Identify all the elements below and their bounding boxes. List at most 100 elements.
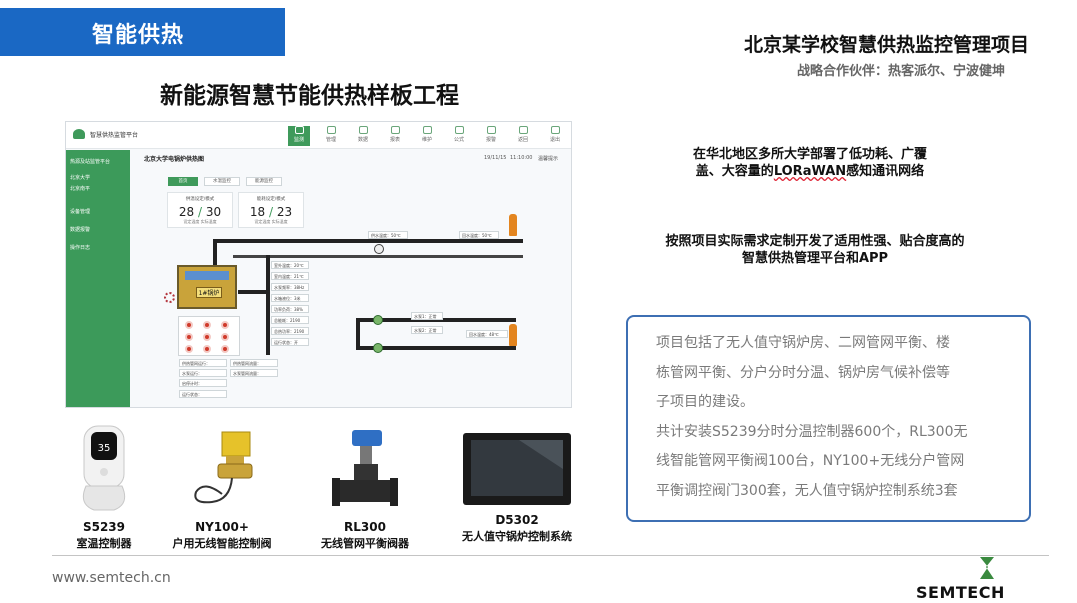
- nav-item-report[interactable]: 报表: [384, 126, 406, 146]
- heater-dot: [185, 333, 193, 341]
- platform-screenshot: 智慧供热监管平台 监测 管理 数据 报表 维护 公式 报警 返回 退出 热源及站…: [65, 121, 572, 408]
- formula-icon: [454, 126, 464, 134]
- deployment-line-2: 盖、大容量的LORaWAN感知通讯网络: [695, 164, 925, 179]
- app-logo: [73, 129, 85, 139]
- fan-icon: [164, 292, 175, 303]
- vertical-pipe: [266, 255, 270, 355]
- readout-energy: 总能耗：2190: [271, 316, 309, 324]
- exit-icon: [550, 126, 560, 134]
- heater-dot: [203, 321, 211, 329]
- wrench-icon: [422, 126, 432, 134]
- summary-line: 项目包括了无人值守锅炉房、二网管网平衡、楼: [656, 335, 950, 351]
- footer-divider: [52, 555, 1049, 556]
- valve-image: [194, 431, 253, 504]
- nav-item-back[interactable]: 返回: [512, 126, 534, 146]
- device-ny100: NY100+ 户用无线智能控制阀: [164, 430, 280, 551]
- device-rl300: RL300 无线管网平衡阀器: [310, 428, 420, 551]
- lower-return-pipe: [356, 346, 516, 350]
- deployment-line-1: 在华北地区多所大学部署了低功耗、广覆: [692, 147, 927, 162]
- section-tag: 智能供热: [0, 8, 285, 56]
- sidebar-item-alarms[interactable]: 数据报警: [70, 227, 91, 233]
- app-title: 智慧供热监管平台: [90, 132, 139, 139]
- manage-icon: [326, 126, 336, 134]
- supply-temp-label: 供水温度：50℃: [368, 231, 408, 239]
- heater-dot: [203, 333, 211, 341]
- date-readout: 19/11/15: [484, 155, 507, 161]
- lower-supply-pipe: [356, 318, 516, 322]
- lower-return-temp-label: 回水温度：48℃: [466, 330, 508, 338]
- device-desc: 无人值守锅炉控制系统: [462, 530, 572, 543]
- supply-pipe: [213, 239, 523, 243]
- heater-dot: [185, 345, 193, 353]
- valve-icon: [374, 244, 384, 254]
- sensor-top-icon: [509, 214, 517, 236]
- nav-item-maintain[interactable]: 维护: [416, 126, 438, 146]
- sidebar-item-nanping[interactable]: 北京南平: [70, 186, 91, 192]
- tab-water-temp[interactable]: 水温监控: [204, 177, 240, 186]
- sidebar-item-devices[interactable]: 设备管理: [70, 209, 91, 215]
- sidebar-item-pku[interactable]: 北京大学: [70, 175, 91, 181]
- supply-temp-card: 供温设定/模式 28 / 30 设定温度 实际温度: [167, 192, 233, 228]
- tip-link[interactable]: 温馨提示: [538, 156, 559, 162]
- heater-dot: [221, 321, 229, 329]
- return-pipe: [233, 255, 523, 258]
- device-desc: 室温控制器: [76, 537, 132, 550]
- semtech-logo-icon: [980, 557, 994, 579]
- section-tag-label: 智能供热: [92, 23, 185, 48]
- deployment-text: 在华北地区多所大学部署了低功耗、广覆 盖、大容量的LORaWAN感知通讯网络: [650, 146, 970, 180]
- summary-line: 共计安装S5239分时分温控制器600个，RL300无: [656, 423, 968, 440]
- sidebar-item-logs[interactable]: 操作日志: [70, 245, 91, 251]
- nav-item-monitor[interactable]: 监测: [288, 126, 310, 146]
- tab-home[interactable]: 首页: [168, 177, 198, 186]
- summary-line: 线智能管网平衡阀100台，NY100+无线分户管网: [656, 453, 965, 469]
- readout-pump-freq: 水泵频率：38Hz: [271, 283, 309, 291]
- footer-url[interactable]: www.semtech.cn: [52, 570, 171, 586]
- project-title: 北京某学校智慧供热监控管理项目: [743, 34, 1029, 56]
- tab-energy[interactable]: 能源监控: [246, 177, 282, 186]
- boiler-label: 1#锅炉: [196, 287, 222, 298]
- main-title: 新能源智慧节能供热样板工程: [160, 83, 459, 109]
- heater-dot: [221, 345, 229, 353]
- breadcrumb: 北京大学电锅炉供热图: [144, 156, 205, 163]
- platform-line-1: 按照项目实际需求定制开发了适用性强、贴合度高的: [665, 234, 965, 249]
- lower-riser: [356, 318, 360, 348]
- supply-pipe-riser: [213, 239, 217, 269]
- status-row: 供热管网流量：: [230, 359, 278, 367]
- status-row: 启停计时：: [179, 379, 227, 387]
- readout-outdoor: 室外温度：20℃: [271, 261, 309, 269]
- pump1-status: 水泵1：正常: [411, 312, 443, 320]
- energy-card: 能耗设定/模式 18 / 23 设定温度 实际温度: [238, 192, 304, 228]
- readout-load: 功率负荷：38%: [271, 305, 309, 313]
- device-model: RL300: [344, 520, 386, 534]
- device-s5239: 35 S5239 室温控制器: [60, 424, 148, 551]
- platform-text: 按照项目实际需求定制开发了适用性强、贴合度高的 智慧供热管理平台和APP: [630, 233, 1000, 267]
- nav-item-exit[interactable]: 退出: [544, 126, 566, 146]
- device-desc: 无线管网平衡阀器: [321, 537, 409, 550]
- device-model: S5239: [82, 520, 126, 534]
- boiler-tank: [185, 271, 229, 280]
- data-icon: [358, 126, 368, 134]
- monitor-icon: [294, 126, 304, 134]
- return-temp-label: 回水温度：50℃: [459, 231, 499, 239]
- alarm-icon: [486, 126, 496, 134]
- summary-line: 平衡调控阀门300套，无人值守锅炉控制系统3套: [656, 482, 958, 499]
- device-desc: 户用无线智能控制阀: [172, 537, 272, 550]
- thermostat-display: 35: [98, 443, 111, 454]
- nav-item-manage[interactable]: 管理: [320, 126, 342, 146]
- report-icon: [390, 126, 400, 134]
- device-model: NY100+: [195, 520, 249, 534]
- pump1-icon: [373, 315, 383, 325]
- readout-heat-power: 总热功率：2190: [271, 327, 309, 335]
- status-row: 水泵管网流量：: [230, 369, 278, 377]
- back-icon: [518, 126, 528, 134]
- heater-dot: [185, 321, 193, 329]
- pump2-status: 水泵2：正常: [411, 326, 443, 334]
- sidebar-item-platform[interactable]: 热源及站监管平台: [70, 159, 111, 165]
- nav-item-data[interactable]: 数据: [352, 126, 374, 146]
- readout-tank-level: 水箱液位：3米: [271, 294, 309, 302]
- nav-item-formula[interactable]: 公式: [448, 126, 470, 146]
- boiler-graphic: 1#锅炉: [177, 265, 237, 309]
- nav-item-alarm[interactable]: 报警: [480, 126, 502, 146]
- status-row: 供热管网运行：: [179, 359, 227, 367]
- heater-dot: [203, 345, 211, 353]
